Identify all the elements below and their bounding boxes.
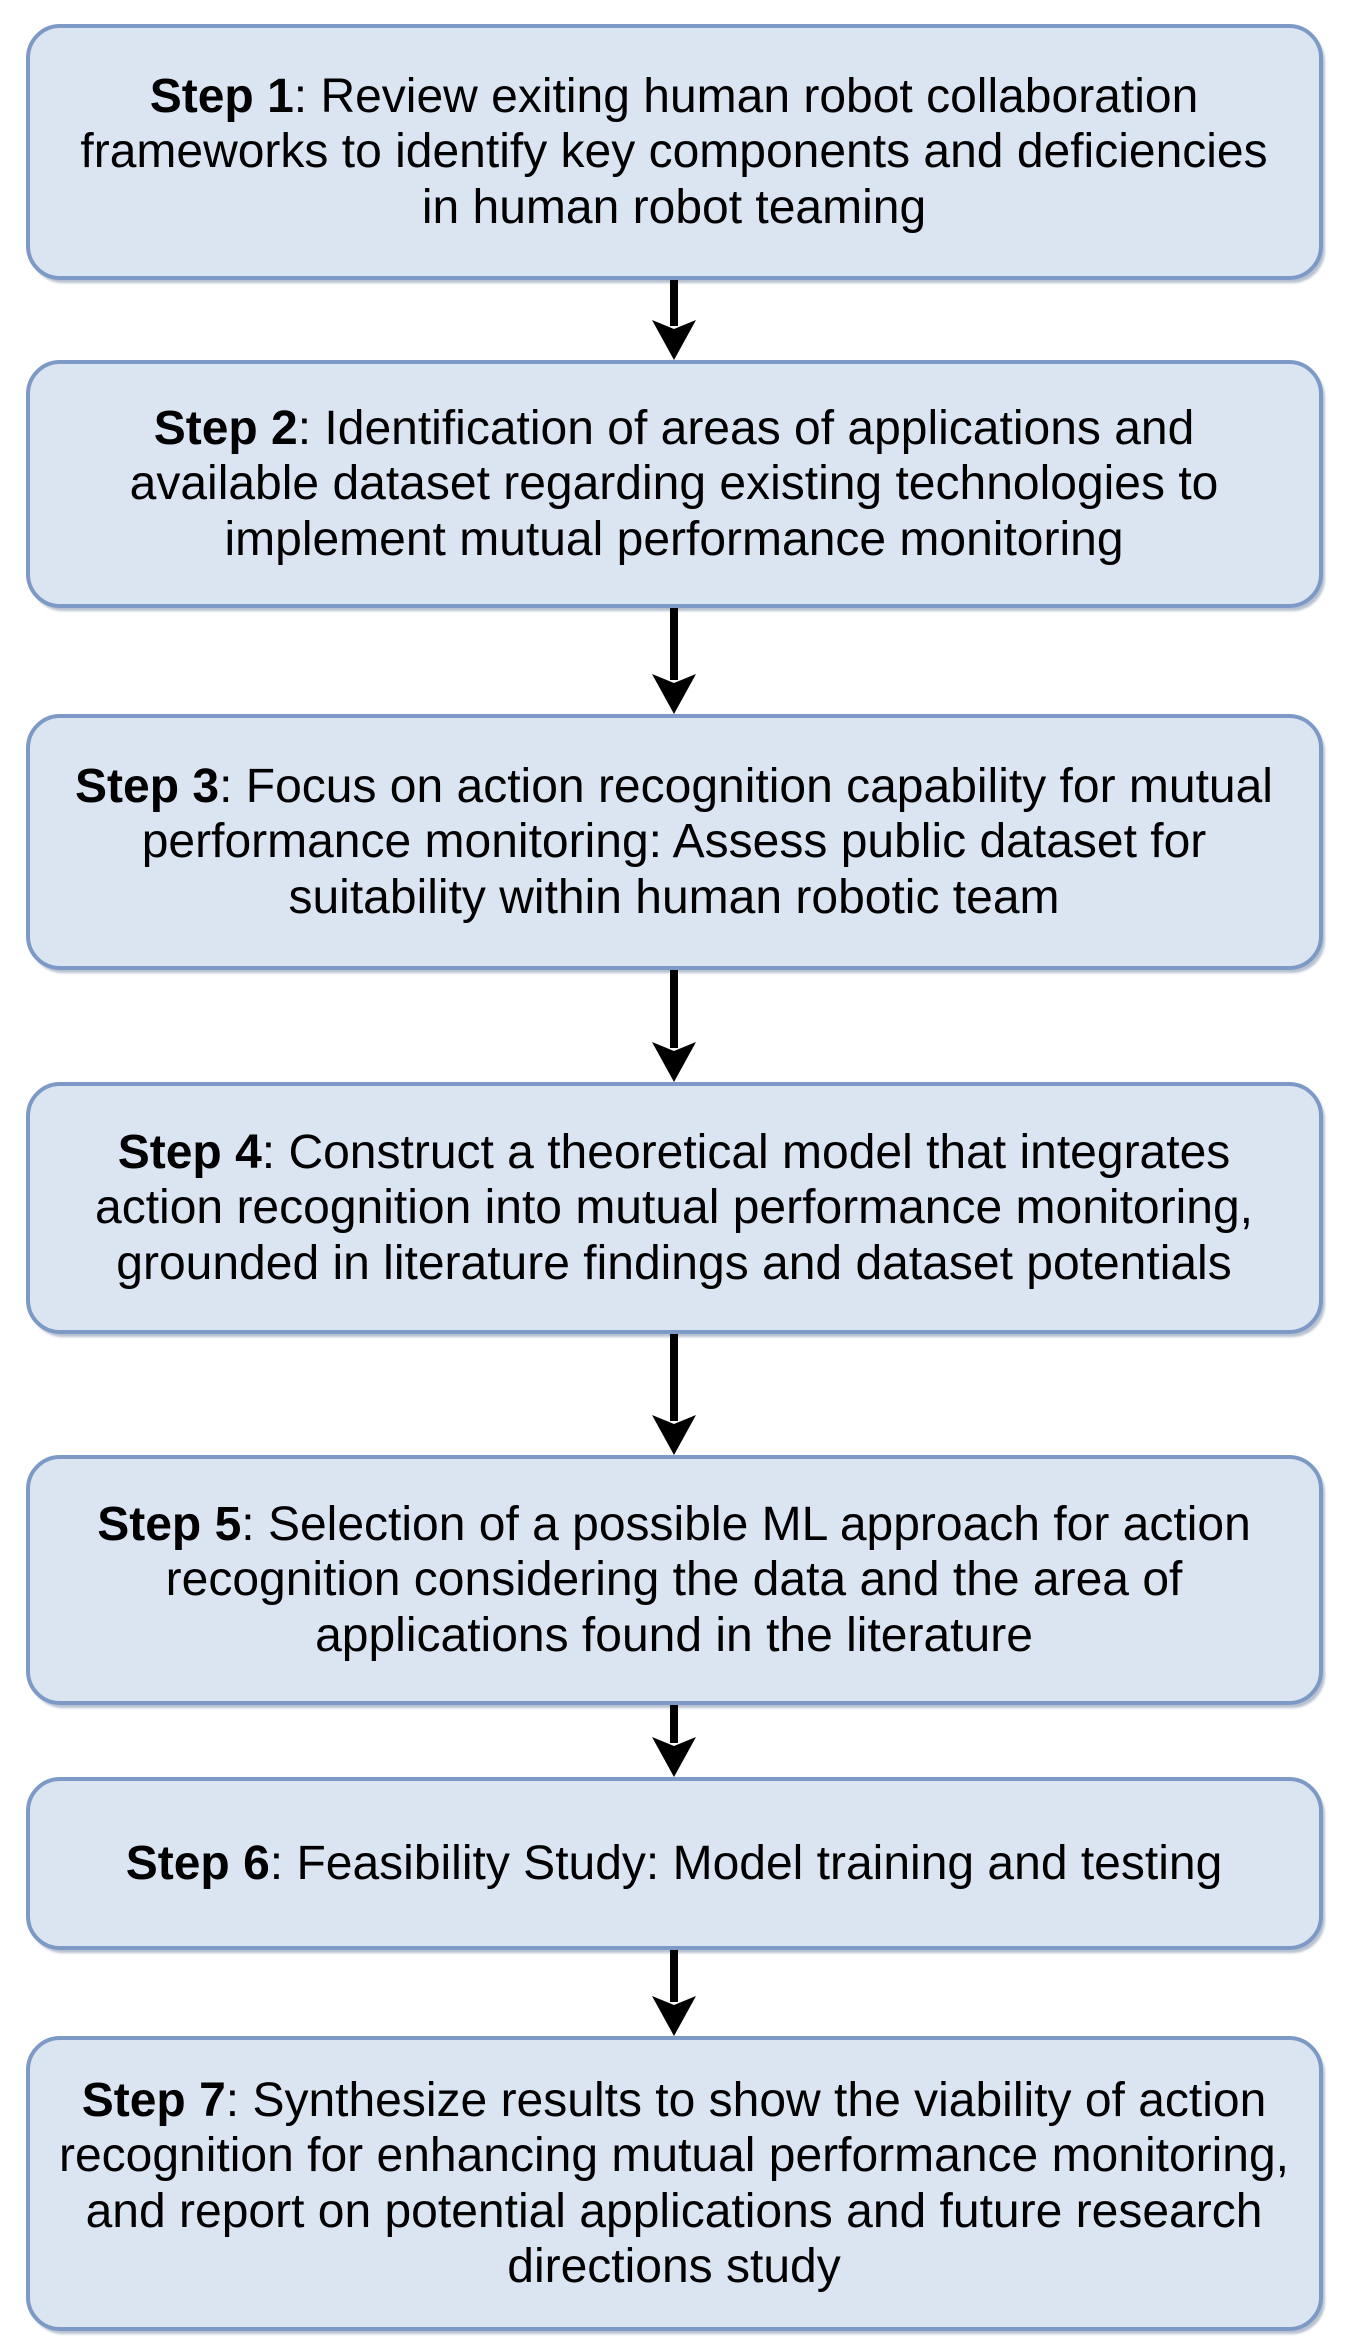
arrow-down-icon [652,1334,696,1455]
step-4-box: Step 4: Construct a theoretical model th… [25,1082,1323,1334]
step-text-line: Step 2: Identification of areas of appli… [153,402,1195,456]
arrow-2 [0,608,1348,714]
arrow-5 [0,1705,1348,1777]
step-label: Step 5 [97,1498,242,1552]
step-text-line: Step 5: Selection of a possible ML appro… [97,1498,1251,1552]
step-7-box: Step 7: Synthesize results to show the v… [25,2036,1323,2331]
arrow-1 [0,280,1348,360]
arrow-down-icon [652,1950,696,2036]
arrow-6 [0,1950,1348,2036]
step-text-line: Step 6: Feasibility Study: Model trainin… [125,1836,1223,1890]
step-1-box: Step 1: Review exiting human robot colla… [25,24,1323,280]
step-5-box: Step 5: Selection of a possible ML appro… [25,1455,1323,1705]
step-label: Step 6 [125,1836,270,1890]
step-3-box: Step 3: Focus on action recognition capa… [25,714,1323,970]
step-text-line: available dataset regarding existing tec… [129,457,1219,511]
arrow-4 [0,1334,1348,1455]
step-text-line: recognition for enhancing mutual perform… [58,2129,1290,2183]
step-text-line: in human robot teaming [421,180,927,234]
step-6-box: Step 6: Feasibility Study: Model trainin… [25,1777,1323,1950]
arrow-down-icon [652,280,696,360]
step-text-line: applications found in the literature [315,1608,1033,1662]
step-text-line: grounded in literature findings and data… [116,1236,1232,1290]
step-label: Step 3 [75,760,220,814]
step-text-line: performance monitoring: Assess public da… [141,815,1207,869]
step-text-line: Step 1: Review exiting human robot colla… [149,70,1199,124]
step-text-line: action recognition into mutual performan… [95,1181,1253,1235]
step-2-box: Step 2: Identification of areas of appli… [25,360,1323,608]
step-text-line: Step 3: Focus on action recognition capa… [75,760,1273,814]
step-text-line: directions study [507,2239,841,2293]
step-text-line: Step 7: Synthesize results to show the v… [81,2074,1267,2128]
step-text-line: and report on potential applications and… [85,2184,1263,2238]
step-text-line: recognition considering the data and the… [165,1553,1183,1607]
step-text-line: frameworks to identify key components an… [80,125,1268,179]
step-text-line: implement mutual performance monitoring [224,512,1124,566]
arrow-down-icon [652,1705,696,1777]
arrow-3 [0,970,1348,1082]
step-label: Step 4 [117,1126,262,1180]
step-text-line: suitability within human robotic team [288,870,1060,924]
step-text-line: Step 4: Construct a theoretical model th… [117,1126,1231,1180]
step-label: Step 1 [149,70,294,124]
step-label: Step 7 [81,2074,226,2128]
arrow-down-icon [652,970,696,1082]
arrow-down-icon [652,608,696,714]
step-label: Step 2 [153,402,298,456]
